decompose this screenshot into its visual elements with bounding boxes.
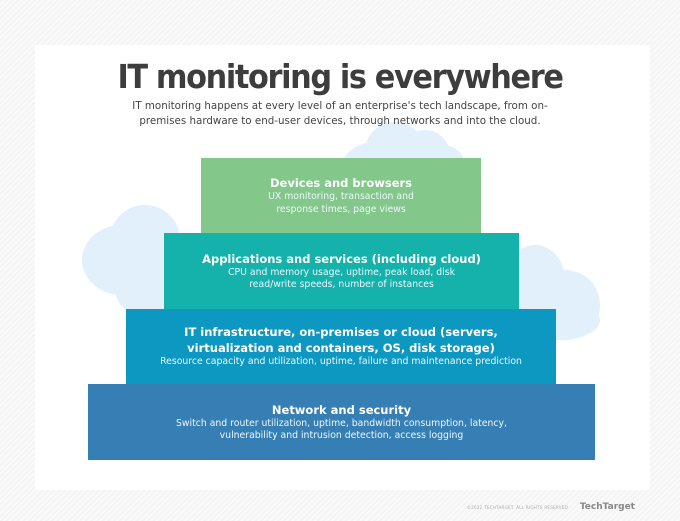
layer-heading: Applications and services (including clo… bbox=[202, 251, 481, 266]
page-title: IT monitoring is everywhere bbox=[117, 57, 563, 96]
layer-it-infrastructure: IT infrastructure, on-premises or cloud … bbox=[126, 309, 556, 384]
copyright-text: ©2022 TECHTARGET. ALL RIGHTS RESERVED bbox=[466, 505, 568, 510]
layer-description: CPU and memory usage, uptime, peak load,… bbox=[228, 266, 455, 291]
layer-network-security: Network and security Switch and router u… bbox=[88, 384, 595, 460]
layer-description: UX monitoring, transaction and response … bbox=[268, 191, 414, 215]
layer-description: Resource capacity and utilization, uptim… bbox=[160, 356, 522, 368]
layer-applications-services: Applications and services (including clo… bbox=[164, 233, 519, 309]
layer-heading: Devices and browsers bbox=[269, 176, 413, 190]
techtarget-logo: TechTarget bbox=[579, 502, 635, 512]
layer-description: Switch and router utilization, uptime, b… bbox=[176, 417, 507, 442]
layer-devices-browsers: Devices and browsers UX monitoring, tran… bbox=[201, 158, 481, 233]
subtitle: IT monitoring happens at every level of … bbox=[132, 100, 548, 127]
layer-heading: IT infrastructure, on-premises or cloud … bbox=[184, 325, 498, 356]
layer-heading: Network and security bbox=[271, 402, 412, 417]
